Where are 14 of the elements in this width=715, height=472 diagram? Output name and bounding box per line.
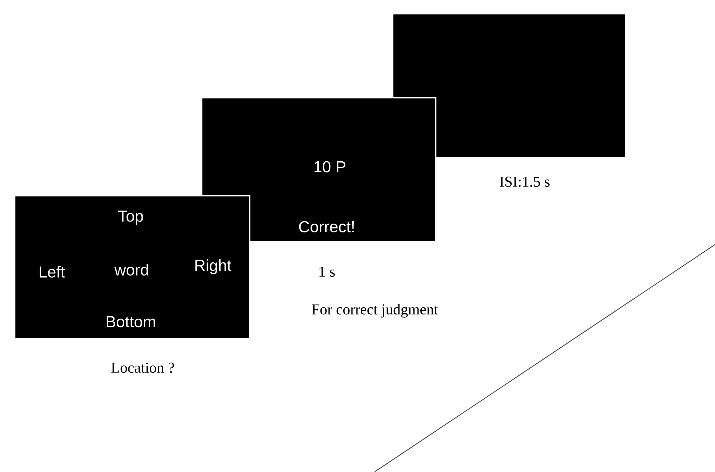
screen-text: Top xyxy=(118,210,144,226)
screen xyxy=(392,13,627,159)
screen-text: Right xyxy=(196,260,232,274)
node-label: Location ? xyxy=(112,362,174,374)
screen-text: word xyxy=(114,264,148,276)
screen xyxy=(14,195,251,340)
screen-text: Bottom xyxy=(106,316,156,328)
screen-text: Left xyxy=(40,266,66,278)
screen-text: Correct! xyxy=(299,221,354,233)
screen-text: 10 P xyxy=(314,161,346,173)
node-label: 1 s xyxy=(320,266,335,278)
node-label: For correct judgment xyxy=(312,304,438,318)
node-label: ISI:1.5 s xyxy=(500,176,550,188)
screen xyxy=(201,97,437,243)
